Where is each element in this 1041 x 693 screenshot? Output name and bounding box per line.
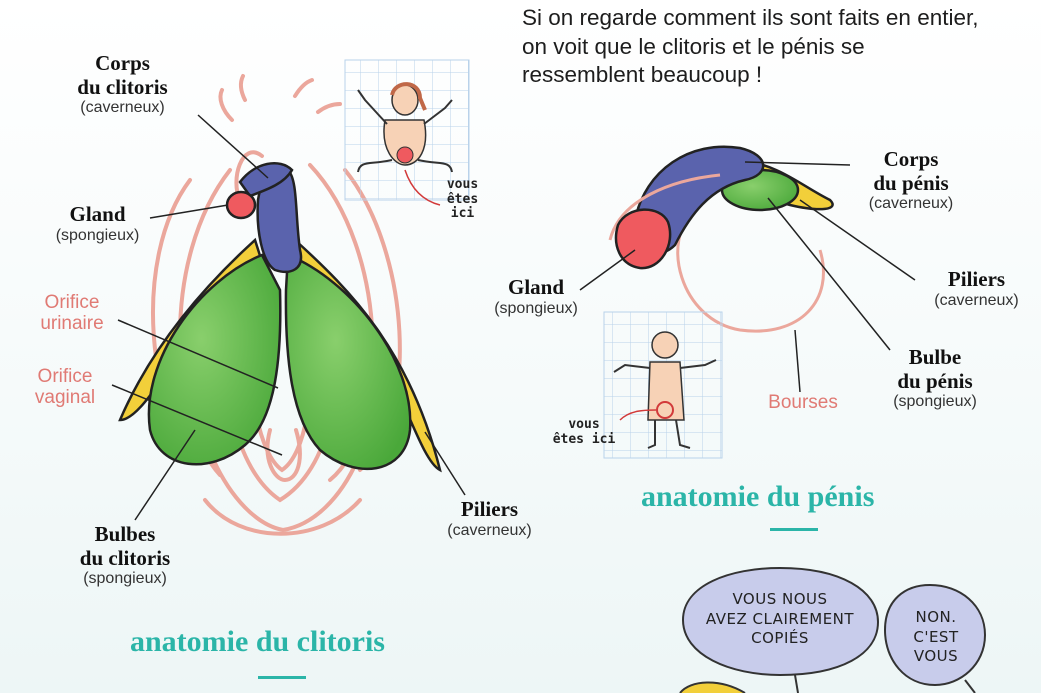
corps-penis-sub: (caverneux) [868, 195, 954, 213]
speech-bubble-1: VOUS NOUS AVEZ CLAIREMENT COPIÉS [705, 590, 855, 647]
speech-bubble-2: NON. C'EST VOUS [913, 608, 959, 665]
label-bourses: Bourses [768, 392, 838, 413]
corps-clitoris-sub: (caverneux) [80, 99, 165, 117]
label-corps-clitoris: Corps du clitoris (caverneux) [60, 51, 185, 117]
label-gland-clitoris: Gland (spongieux) [40, 202, 155, 244]
title-clitoris: anatomie du clitoris [130, 625, 385, 658]
bulbes-clitoris-name: Bulbes du clitoris [79, 522, 171, 570]
label-gland-penis: Gland (spongieux) [482, 275, 590, 317]
bulbe-penis-sub: (spongieux) [893, 393, 977, 411]
you-are-here-clitoris: vous êtes ici [446, 177, 479, 222]
comic-strip [679, 566, 987, 693]
bulbes-clitoris-sub: (spongieux) [83, 570, 167, 588]
title-clitoris-underline [258, 676, 306, 679]
piliers-penis-sub: (caverneux) [934, 291, 1019, 309]
label-piliers-penis: Piliers (caverneux) [924, 267, 1029, 309]
you-are-here-penis: vous êtes ici [552, 417, 616, 447]
corps-clitoris-name: Corps du clitoris [77, 51, 168, 99]
piliers-clitoris-sub: (caverneux) [447, 521, 532, 539]
title-penis-underline [770, 528, 818, 531]
penis-diagram [579, 145, 916, 459]
title-penis: anatomie du pénis [641, 480, 875, 513]
corps-penis-name: Corps du pénis [873, 147, 949, 195]
label-orifice-vaginal: Orifice vaginal [34, 366, 96, 409]
clitoris-diagram [111, 59, 470, 536]
gland-penis-sub: (spongieux) [494, 299, 578, 317]
intro-text: Si on regarde comment ils sont faits en … [522, 5, 979, 88]
label-piliers-clitoris: Piliers (caverneux) [432, 497, 547, 539]
label-corps-penis: Corps du pénis (caverneux) [855, 147, 967, 213]
piliers-clitoris-name: Piliers [460, 497, 519, 521]
gland-penis-name: Gland [507, 275, 565, 299]
label-bulbes-clitoris: Bulbes du clitoris (spongieux) [60, 522, 190, 588]
label-orifice-urinaire: Orifice urinaire [40, 292, 104, 335]
gland-clitoris-name: Gland [69, 202, 126, 226]
piliers-penis-name: Piliers [947, 267, 1006, 291]
gland-clitoris-sub: (spongieux) [55, 226, 140, 244]
label-bulbe-penis: Bulbe du pénis (spongieux) [880, 345, 990, 411]
bulbe-penis-name: Bulbe du pénis [897, 345, 973, 393]
